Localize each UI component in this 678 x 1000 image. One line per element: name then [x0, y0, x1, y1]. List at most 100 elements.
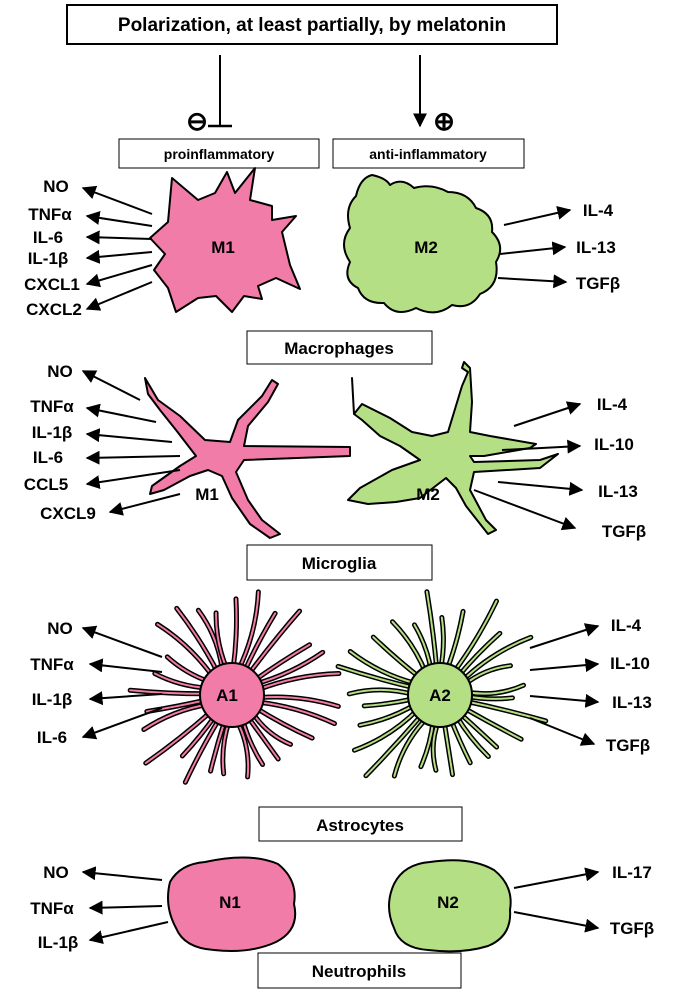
astrocytes-label-box — [258, 806, 463, 842]
astrocyte-process-fill — [443, 719, 454, 776]
cytokine-label: IL-17 — [612, 863, 652, 882]
neutrophils-section-label: Neutrophils — [312, 962, 406, 981]
cytokine-label: IL-4 — [583, 201, 614, 220]
astrocyte-process-fill — [364, 713, 424, 777]
astrocyte-process-fill — [256, 672, 340, 691]
neutrophil-n2-cell — [388, 859, 512, 953]
cytokine-label: IL-10 — [594, 435, 634, 454]
cytokine-label: TNFα — [30, 397, 74, 416]
astrocyte-a1-cytokines: NO TNFα IL-1β IL-6 — [30, 619, 74, 747]
macrophage-m1-cytokines: NO TNFα IL-6 IL-1β CXCL1 CXCL2 — [24, 177, 82, 319]
cytokine-label: IL-4 — [611, 616, 642, 635]
minus-sign-icon: ⊖ — [186, 106, 208, 136]
cytokine-label: NO — [43, 177, 69, 196]
cytokine-label: IL-1β — [28, 249, 69, 268]
macrophages-section-label: Macrophages — [284, 339, 394, 358]
cytokine-label: IL-6 — [37, 728, 67, 747]
neutrophil-n2-arrows — [513, 867, 600, 933]
cytokine-label: TNFα — [30, 899, 74, 918]
anti-inflammatory-label: anti-inflammatory — [369, 146, 487, 162]
cytokine-label: TGFβ — [606, 736, 650, 755]
cytokine-label: NO — [47, 362, 73, 381]
cytokine-label: TGFβ — [610, 919, 654, 938]
astrocyte-process-fill — [237, 590, 260, 671]
astrocyte-a2-cytokines: IL-4 IL-10 IL-13 TGFβ — [606, 616, 652, 755]
astrocyte-process-fill — [247, 610, 301, 676]
astrocyte-process-fill — [175, 607, 220, 675]
macrophage-m2-arrows — [497, 205, 572, 289]
cytokine-label: NO — [43, 863, 69, 882]
cytokine-label: TNFα — [30, 655, 74, 674]
anti-inflammatory-box — [332, 138, 525, 169]
astrocyte-a2-arrows — [529, 623, 600, 746]
microglia-m1-arrows — [81, 370, 181, 516]
astrocyte-process-fill — [256, 700, 336, 725]
astrocytes-section-label: Astrocytes — [316, 816, 404, 835]
astrocyte-process-fill — [129, 689, 208, 695]
microglia-m2-arrows — [473, 401, 584, 531]
proinflammatory-box — [118, 138, 320, 169]
macrophage-m2-label: M2 — [414, 238, 438, 257]
macrophage-m1-label: M1 — [211, 238, 235, 257]
plus-sign-icon: ⊕ — [433, 106, 455, 136]
microglia-section-label: Microglia — [302, 554, 377, 573]
astrocyte-a2-cell — [335, 589, 549, 779]
macrophages-label-box — [246, 330, 433, 365]
neutrophil-n1-arrows — [81, 866, 169, 944]
cytokine-label: IL-13 — [612, 693, 652, 712]
astrocyte-body — [199, 662, 265, 728]
astrocyte-a1-label: A1 — [216, 686, 238, 705]
cytokine-label: CXCL1 — [24, 275, 80, 294]
microglia-m2-label: M2 — [416, 485, 440, 504]
cytokine-label: TGFβ — [576, 274, 620, 293]
cytokine-label: CXCL9 — [40, 504, 96, 523]
neutrophil-n1-cytokines: NO TNFα IL-1β — [30, 863, 78, 952]
microglia-label-box — [246, 544, 433, 581]
cytokine-label: IL-6 — [33, 228, 63, 247]
cytokine-label: IL-13 — [576, 238, 616, 257]
astrocyte-process-fill — [353, 708, 420, 752]
macrophage-m1-cell — [149, 167, 301, 313]
cytokine-label: TNFα — [28, 205, 72, 224]
diagram-title: Polarization, at least partially, by mel… — [118, 15, 506, 36]
microglia-m2-cell — [347, 361, 559, 535]
astrocyte-a1-cell — [127, 589, 342, 785]
astrocyte-a2-label: A2 — [429, 686, 451, 705]
cytokine-label: IL-4 — [597, 395, 628, 414]
astrocyte-process-fill — [452, 600, 498, 674]
macrophage-m2-cytokines: IL-4 IL-13 TGFβ — [576, 201, 620, 293]
cytokine-label: IL-1β — [32, 690, 73, 709]
cytokine-label: IL-13 — [598, 482, 638, 501]
astrocyte-body — [407, 662, 473, 728]
neutrophil-n2-cytokines: IL-17 TGFβ — [610, 863, 654, 938]
astrocyte-process-fill — [460, 636, 532, 683]
astrocyte-process-fill — [337, 665, 416, 689]
macrophage-m2-cell — [343, 174, 502, 314]
cytokine-label: IL-6 — [33, 448, 63, 467]
cytokine-label: IL-1β — [38, 933, 79, 952]
cytokine-label: NO — [47, 619, 73, 638]
neutrophil-n2-label: N2 — [437, 893, 459, 912]
cytokine-label: IL-10 — [610, 654, 650, 673]
cytokine-label: CXCL2 — [26, 300, 82, 319]
astrocyte-process-fill — [256, 696, 340, 708]
neutrophil-n1-cell — [167, 856, 297, 952]
macrophage-m1-arrows — [81, 185, 153, 311]
astrocyte-a1-arrows — [81, 625, 163, 740]
cytokine-label: TGFβ — [602, 522, 646, 541]
microglia-m1-cytokines: NO TNFα IL-1β IL-6 CCL5 CXCL9 — [24, 362, 96, 523]
astrocyte-process-fill — [425, 590, 438, 671]
proinflammatory-label: proinflammatory — [164, 146, 275, 162]
astrocyte-process-fill — [464, 700, 547, 722]
cytokine-label: CCL5 — [24, 475, 68, 494]
astrocyte-process-fill — [156, 623, 215, 679]
title-box — [66, 4, 558, 45]
microglia-m1-label: M1 — [195, 485, 219, 504]
astrocyte-process-fill — [144, 710, 213, 765]
neutrophil-n1-label: N1 — [219, 893, 241, 912]
microglia-m1-cell — [144, 377, 351, 539]
astrocyte-process — [389, 619, 429, 676]
microglia-m2-cytokines: IL-4 IL-10 IL-13 TGFβ — [594, 395, 646, 541]
neutrophils-label-box — [257, 952, 462, 989]
